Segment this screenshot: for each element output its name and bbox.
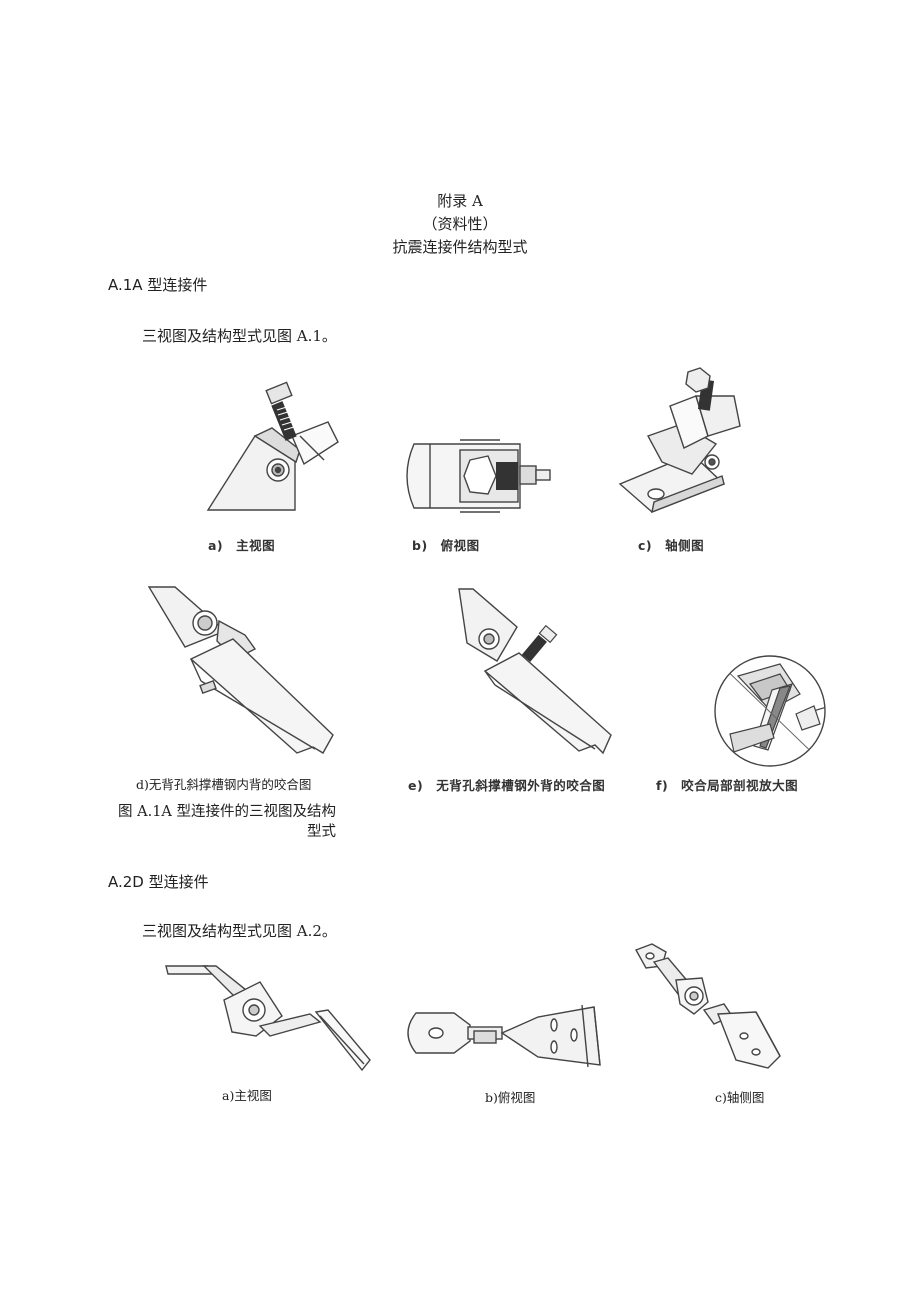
appendix-header: 附录 A （资料性） 抗震连接件结构型式 [0,190,920,259]
figure-a1-a-front-view [200,378,350,518]
section-a1-heading: A.1A 型连接件 [108,276,208,294]
caption-a1-b: b) 俯视图 [412,538,480,553]
caption-a1-d: d)无背孔斜撑槽钢内背的咬合图 [136,777,312,792]
caption-a1-e: e) 无背孔斜撑槽钢外背的咬合图 [408,778,606,793]
figure-a2-a-front-view [160,960,375,1075]
caption-a1-a: a) 主视图 [208,538,276,553]
figure-a1-c-axonometric-view [612,366,752,516]
figure-a1-e-outer-back-bite [455,585,615,760]
caption-a2-a: a)主视图 [222,1088,272,1103]
section-a1-intro: 三视图及结构型式见图 A.1。 [142,327,337,345]
figure-a2-b-top-view [398,995,608,1075]
caption-a1-f: f) 咬合局部剖视放大图 [656,778,799,793]
section-a2-intro: 三视图及结构型式见图 A.2。 [142,922,337,940]
appendix-title: 抗震连接件结构型式 [392,238,528,256]
caption-a2-b: b)俯视图 [485,1090,536,1105]
figure-a2-c-axonometric-view [632,940,792,1075]
figure-a1-b-top-view [400,436,560,516]
figure-a1-title: 图 A.1A 型连接件的三视图及结构型式 [118,804,336,840]
figure-a1-f-section-detail [710,654,830,769]
caption-a1-c: c) 轴侧图 [638,538,705,553]
appendix-label: 附录 A [437,192,483,210]
section-a2-heading: A.2D 型连接件 [108,873,209,891]
figure-a1-d-inner-back-bite [145,583,335,758]
appendix-nature: （资料性） [422,215,498,233]
caption-a2-c: c)轴侧图 [715,1090,765,1105]
